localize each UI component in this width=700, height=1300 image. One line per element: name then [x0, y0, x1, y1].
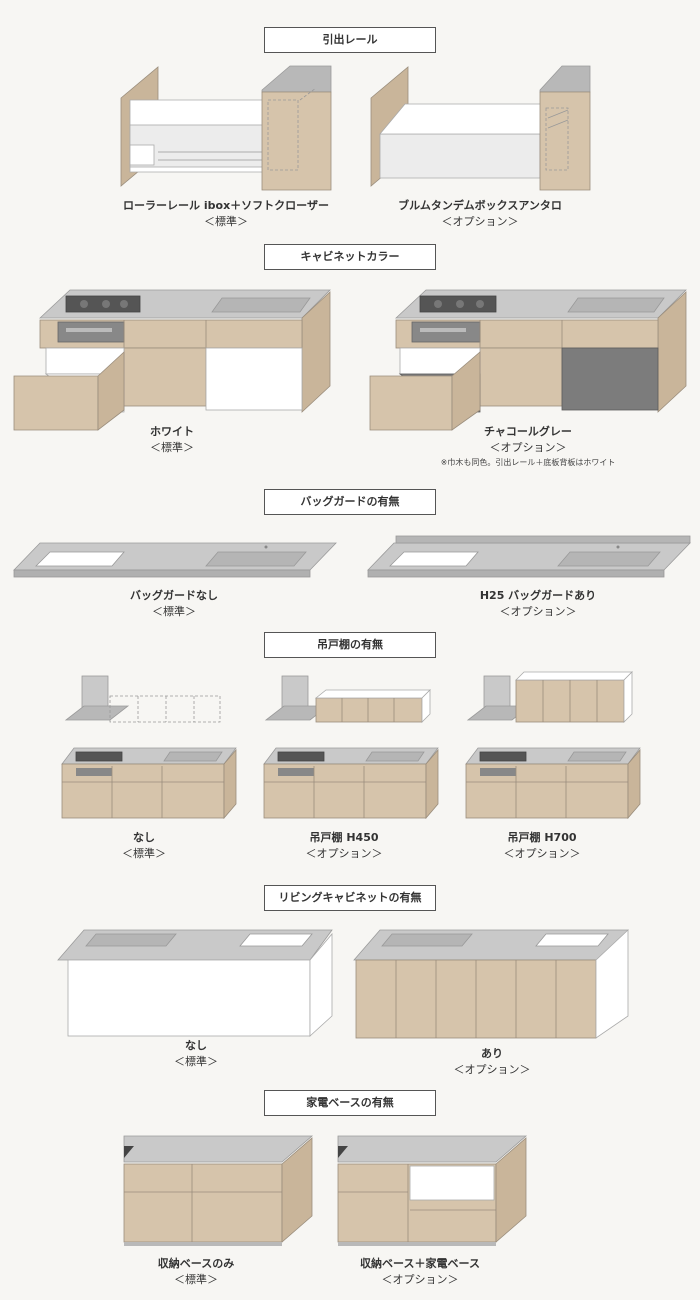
- caption-h25-backguard: H25 バッグガードあり ＜オプション＞: [448, 588, 628, 620]
- caption-storage-appliance: 収納ベース＋家電ベース ＜オプション＞: [330, 1256, 510, 1288]
- caption-charcoal: チャコールグレー ＜オプション＞: [448, 424, 608, 456]
- caption-storage-appliance-label: 収納ベース＋家電ベース: [360, 1257, 480, 1270]
- wall-cabinet-none-illustration: [61, 675, 237, 820]
- caption-tandembox-sub: ＜オプション＞: [441, 215, 519, 228]
- storage-base-only-illustration: [123, 1135, 314, 1246]
- caption-roller-rail: ローラーレール ibox＋ソフトクローザー ＜標準＞: [86, 198, 366, 230]
- caption-living-with: あり ＜オプション＞: [432, 1046, 552, 1078]
- caption-living-none-label: なし: [185, 1039, 207, 1052]
- caption-wall-h700: 吊戸棚 H700 ＜オプション＞: [482, 830, 602, 862]
- caption-wall-h450-label: 吊戸棚 H450: [309, 831, 379, 844]
- caption-charcoal-label: チャコールグレー: [484, 425, 572, 438]
- storage-plus-appliance-base-illustration: [337, 1135, 528, 1246]
- charcoal-cabinet-illustration: [369, 289, 687, 431]
- caption-roller-rail-label: ローラーレール ibox＋ソフトクローザー: [123, 199, 329, 212]
- caption-storage-appliance-sub: ＜オプション＞: [381, 1273, 459, 1286]
- caption-storage-only-label: 収納ベースのみ: [157, 1257, 235, 1270]
- section-title-back-guard: バッグガードの有無: [264, 489, 436, 515]
- living-cabinet-with-illustration: [353, 929, 629, 1039]
- caption-no-backguard-sub: ＜標準＞: [152, 605, 196, 618]
- caption-roller-rail-sub: ＜標準＞: [204, 215, 248, 228]
- section-title-drawer-rail: 引出レール: [264, 27, 436, 53]
- caption-wall-none-label: なし: [133, 831, 155, 844]
- white-cabinet-illustration: [13, 289, 331, 431]
- caption-h25-backguard-sub: ＜オプション＞: [499, 605, 577, 618]
- caption-tandembox-label: ブルムタンデムボックスアンタロ: [398, 199, 562, 212]
- caption-wall-h700-sub: ＜オプション＞: [503, 847, 581, 860]
- caption-wall-h700-label: 吊戸棚 H700: [507, 831, 577, 844]
- caption-h25-backguard-label: H25 バッグガードあり: [479, 589, 597, 602]
- charcoal-note: ※巾木も同色。引出レール＋底板背板はホワイト: [440, 458, 616, 467]
- caption-wall-none: なし ＜標準＞: [84, 830, 204, 862]
- tandembox-illustration: [370, 65, 591, 191]
- section-title-appliance-base: 家電ベースの有無: [264, 1090, 436, 1116]
- caption-no-backguard-label: バッグガードなし: [130, 589, 218, 602]
- section-title-wall-cabinet: 吊戸棚の有無: [264, 632, 436, 658]
- caption-white: ホワイト ＜標準＞: [92, 424, 252, 456]
- roller-rail-illustration: [120, 65, 332, 191]
- no-backguard-illustration: [13, 542, 337, 578]
- caption-no-backguard: バッグガードなし ＜標準＞: [94, 588, 254, 620]
- living-cabinet-none-illustration: [57, 929, 333, 1037]
- caption-living-none: なし ＜標準＞: [136, 1038, 256, 1070]
- section-title-living-cabinet: リビングキャビネットの有無: [264, 885, 436, 911]
- caption-white-label: ホワイト: [150, 425, 194, 438]
- wall-cabinet-h700-illustration: [465, 671, 641, 820]
- caption-living-with-label: あり: [481, 1047, 503, 1060]
- caption-wall-none-sub: ＜標準＞: [122, 847, 166, 860]
- h25-backguard-illustration: [367, 535, 691, 578]
- caption-wall-h450-sub: ＜オプション＞: [305, 847, 383, 860]
- wall-cabinet-h450-illustration: [263, 675, 439, 820]
- caption-living-none-sub: ＜標準＞: [174, 1055, 218, 1068]
- caption-wall-h450: 吊戸棚 H450 ＜オプション＞: [284, 830, 404, 862]
- caption-white-sub: ＜標準＞: [150, 441, 194, 454]
- section-title-cabinet-color: キャビネットカラー: [264, 244, 436, 270]
- caption-tandembox: ブルムタンデムボックスアンタロ ＜オプション＞: [360, 198, 600, 230]
- caption-living-with-sub: ＜オプション＞: [453, 1063, 531, 1076]
- caption-storage-only-sub: ＜標準＞: [174, 1273, 218, 1286]
- caption-storage-only: 収納ベースのみ ＜標準＞: [126, 1256, 266, 1288]
- caption-charcoal-sub: ＜オプション＞: [489, 441, 567, 454]
